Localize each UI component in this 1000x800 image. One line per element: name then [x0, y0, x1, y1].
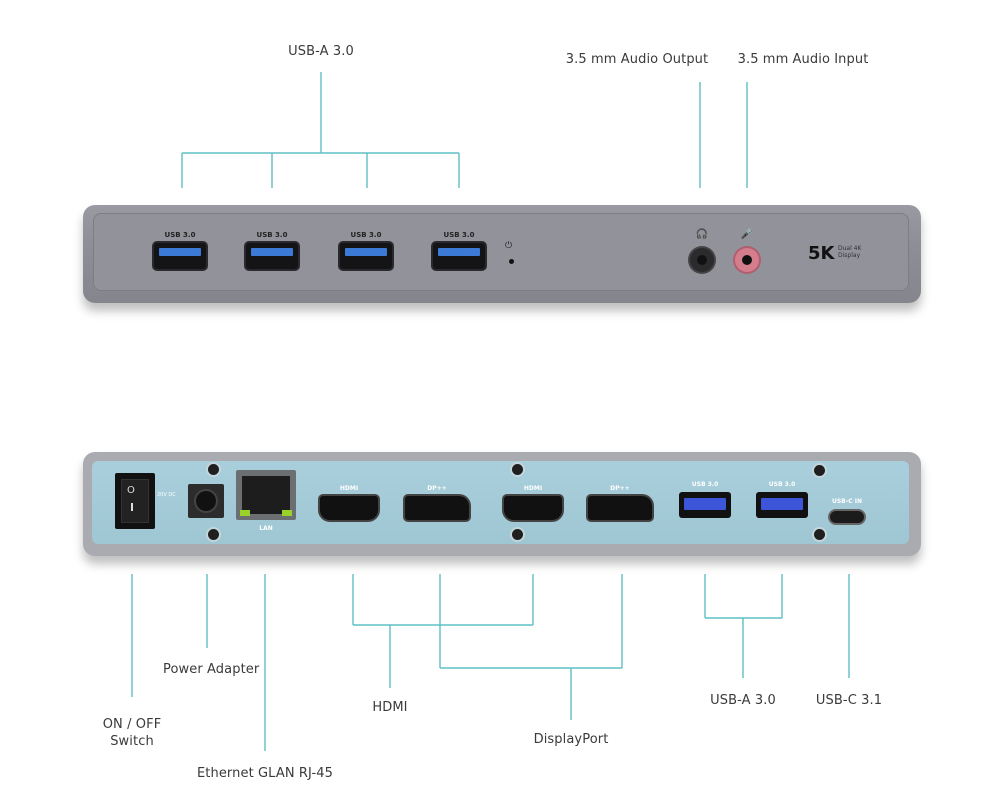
- displayport-2[interactable]: [588, 496, 652, 520]
- front-usb-port-3[interactable]: [340, 243, 392, 269]
- power-led: [509, 259, 514, 264]
- switch-off-mark: O: [127, 485, 135, 496]
- screw-icon: [814, 465, 825, 476]
- power-switch[interactable]: O: [115, 473, 155, 529]
- screw-icon: [208, 464, 219, 475]
- usb-rear-1-label: USB 3.0: [691, 481, 719, 488]
- usb-c-port[interactable]: [830, 511, 864, 523]
- headphone-icon: 🎧: [695, 229, 709, 240]
- logo-sub-line-2: Display: [838, 252, 861, 259]
- front-usb-port-2[interactable]: [246, 243, 298, 269]
- usb-rear-2-label: USB 3.0: [768, 481, 796, 488]
- label-usb-a-front: USB-A 3.0: [288, 44, 354, 59]
- screw-icon: [814, 529, 825, 540]
- switch-on-mark: [131, 503, 133, 511]
- power-rating-text: 20V DC: [157, 492, 176, 498]
- power-icon: ⏻: [505, 241, 513, 251]
- label-power-adapter: Power Adapter: [163, 662, 260, 677]
- lan-led-left: [240, 510, 250, 516]
- rear-usb-port-2[interactable]: [756, 492, 808, 518]
- logo-sub-line-1: Dual 4K: [838, 245, 862, 252]
- front-usb-label-3: USB 3.0: [350, 231, 382, 239]
- usb-tongue: [251, 248, 293, 256]
- label-usb-a-rear: USB-A 3.0: [710, 693, 776, 708]
- rear-usb-port-1[interactable]: [679, 492, 731, 518]
- front-usb-port-4[interactable]: [433, 243, 485, 269]
- jack-hole: [697, 255, 707, 265]
- label-displayport: DisplayPort: [533, 732, 609, 747]
- dp-1-label: DP++: [427, 485, 447, 492]
- microphone-icon: 🎤: [740, 229, 754, 240]
- usb-tongue: [438, 248, 480, 256]
- hdmi-2-label: HDMI: [523, 485, 543, 492]
- front-panel-inset: [93, 213, 909, 291]
- screw-icon: [512, 529, 523, 540]
- hdmi-port-2[interactable]: [504, 496, 562, 520]
- dc-power-jack[interactable]: [188, 484, 224, 518]
- front-usb-label-1: USB 3.0: [164, 231, 196, 239]
- front-usb-port-1[interactable]: [154, 243, 206, 269]
- ethernet-port[interactable]: [236, 470, 296, 520]
- audio-input-jack[interactable]: [735, 248, 759, 272]
- label-on-off-switch: ON / OFF Switch: [103, 716, 162, 750]
- label-audio-input: 3.5 mm Audio Input: [737, 52, 869, 67]
- logo-subtitle: Dual 4K Display: [838, 245, 861, 259]
- label-audio-output: 3.5 mm Audio Output: [565, 52, 709, 67]
- front-usb-label-4: USB 3.0: [443, 231, 475, 239]
- displayport-1[interactable]: [405, 496, 469, 520]
- front-usb-label-2: USB 3.0: [256, 231, 288, 239]
- usb-tongue: [761, 498, 803, 510]
- screw-icon: [208, 529, 219, 540]
- label-hdmi: HDMI: [372, 700, 408, 715]
- hdmi-1-label: HDMI: [339, 485, 359, 492]
- label-usb-c: USB-C 3.1: [815, 693, 883, 708]
- usb-tongue: [684, 498, 726, 510]
- hdmi-port-1[interactable]: [320, 496, 378, 520]
- lan-led-right: [282, 510, 292, 516]
- dock-front-panel: [83, 205, 921, 303]
- screw-icon: [512, 464, 523, 475]
- logo-5k: 5K: [808, 243, 835, 264]
- rj45-socket: [242, 476, 290, 514]
- usb-tongue: [345, 248, 387, 256]
- lan-label: LAN: [259, 525, 273, 532]
- label-switch-line-1: ON / OFF: [102, 717, 162, 732]
- switch-rocker: [121, 479, 149, 523]
- label-ethernet: Ethernet GLAN RJ-45: [196, 766, 334, 781]
- usbc-label: USB-C IN: [831, 498, 863, 505]
- dp-2-label: DP++: [610, 485, 630, 492]
- usb-tongue: [159, 248, 201, 256]
- audio-output-jack[interactable]: [690, 248, 714, 272]
- dc-jack-center: [196, 491, 216, 511]
- label-switch-line-2: Switch: [110, 734, 154, 749]
- jack-hole: [742, 255, 752, 265]
